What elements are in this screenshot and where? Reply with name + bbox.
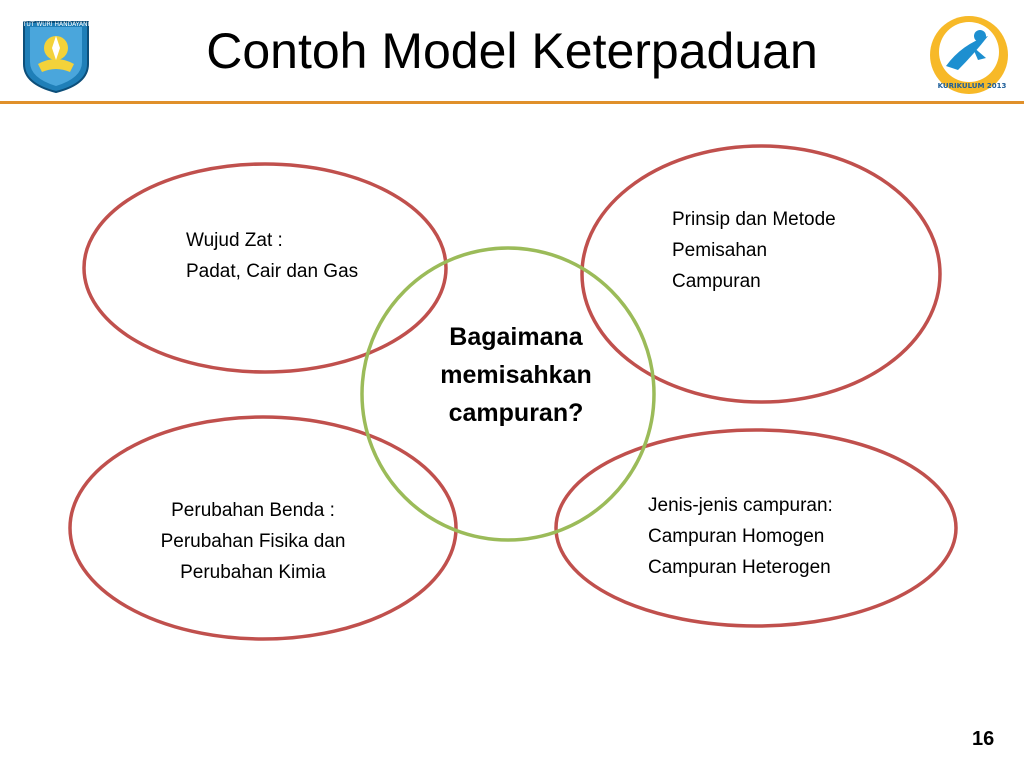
node-label-line: Perubahan Fisika dan bbox=[160, 531, 346, 552]
center-question-line: memisahkan bbox=[440, 361, 592, 389]
logo-left-text: TUT WURI HANDAYANI bbox=[22, 21, 90, 28]
center-question-line: campuran? bbox=[448, 399, 584, 427]
center-question: Bagaimana memisahkan campuran? bbox=[400, 318, 632, 432]
tut-wuri-handayani-logo: TUT WURI HANDAYANI bbox=[18, 14, 94, 94]
logo-right-text: KURIKULUM 2013 bbox=[938, 82, 1007, 90]
node-label-line: Campuran Heterogen bbox=[648, 557, 831, 578]
node-ellipse-perubahan-benda bbox=[68, 415, 458, 641]
node-ellipse-wujud-zat bbox=[82, 162, 448, 374]
node-label-line: Campuran bbox=[672, 271, 761, 292]
node-label-line: Padat, Cair dan Gas bbox=[186, 261, 359, 282]
node-label-jenis-campuran: Jenis-jenis campuran: Campuran Homogen C… bbox=[648, 490, 833, 583]
node-label-line: Perubahan Kimia bbox=[180, 562, 326, 583]
node-label-line: Prinsip dan Metode bbox=[672, 209, 836, 230]
center-question-line: Bagaimana bbox=[449, 323, 583, 351]
node-ellipse-jenis-campuran bbox=[554, 428, 958, 628]
node-label-line: Wujud Zat : bbox=[186, 230, 283, 251]
node-label-line: Perubahan Benda : bbox=[171, 500, 335, 521]
kurikulum-2013-logo: KURIKULUM 2013 bbox=[928, 14, 1010, 96]
center-circle bbox=[360, 246, 656, 542]
node-label-prinsip-metode: Prinsip dan Metode Pemisahan Campuran bbox=[672, 204, 836, 297]
page-number: 16 bbox=[972, 728, 995, 750]
node-label-line: Campuran Homogen bbox=[648, 526, 825, 547]
node-ellipse-prinsip-metode bbox=[580, 144, 942, 404]
node-label-line: Pemisahan bbox=[672, 240, 768, 261]
node-label-wujud-zat: Wujud Zat : Padat, Cair dan Gas bbox=[186, 225, 358, 287]
node-label-line: Jenis-jenis campuran: bbox=[648, 495, 833, 516]
slide-title: Contoh Model Keterpaduan bbox=[206, 23, 818, 79]
node-label-perubahan-benda: Perubahan Benda : Perubahan Fisika dan P… bbox=[140, 495, 366, 588]
title-divider bbox=[0, 101, 1024, 104]
